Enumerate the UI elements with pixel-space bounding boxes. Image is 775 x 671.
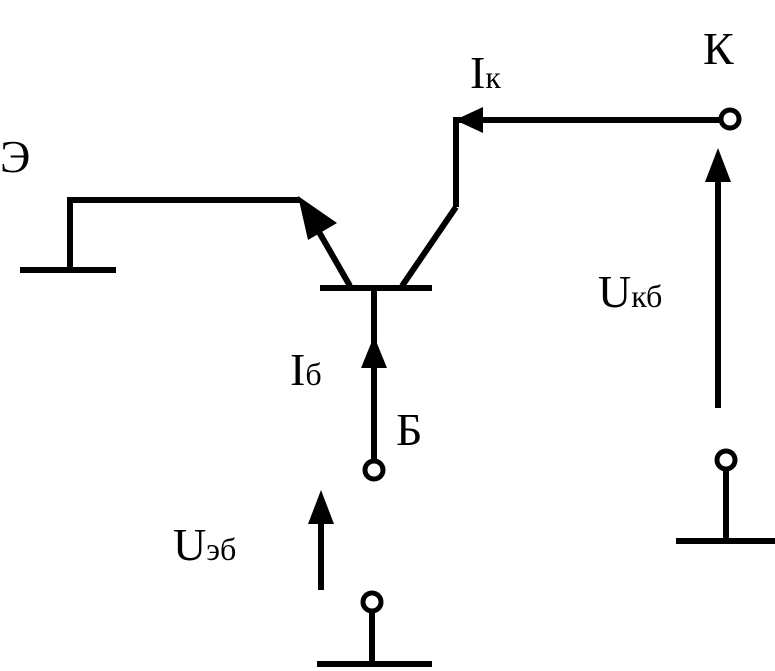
collector-current-label: Iк xyxy=(470,47,501,98)
collector-lead xyxy=(399,107,725,288)
base-ground-terminal xyxy=(360,590,384,614)
base-current-symbol: I xyxy=(290,344,305,395)
voltage-ueb-arrow-icon xyxy=(308,490,334,524)
collector-base-voltage-subscript: кб xyxy=(631,278,662,314)
base-current-subscript: б xyxy=(305,356,321,392)
collector-current-symbol: I xyxy=(470,47,485,98)
base-current-label: Iб xyxy=(290,344,322,395)
collector-ground-symbol xyxy=(676,448,775,544)
emitter-ground-symbol xyxy=(20,197,300,273)
emitter-base-voltage-label: Uэб xyxy=(173,519,236,570)
emitter-lead xyxy=(298,196,353,288)
collector-base-voltage-symbol: U xyxy=(598,266,631,317)
emitter-base-voltage-arrow xyxy=(308,490,334,590)
emitter-label: Э xyxy=(0,131,30,182)
collector-label: К xyxy=(703,23,734,74)
collector-base-voltage-arrow xyxy=(705,148,731,408)
voltage-ukb-arrow-icon xyxy=(705,148,731,182)
base-ground-symbol xyxy=(317,590,432,667)
emitter-arrow-icon xyxy=(298,196,337,240)
collector-base-voltage-label: Uкб xyxy=(598,266,662,317)
collector-ground-terminal xyxy=(714,448,738,472)
collector-current-subscript: к xyxy=(485,59,501,95)
base-terminal xyxy=(362,458,386,482)
base-label: Б xyxy=(396,404,422,455)
base-current-arrow-icon xyxy=(361,336,387,368)
collector-current-arrow-icon xyxy=(455,107,483,133)
collector-terminal xyxy=(718,107,742,131)
base-lead xyxy=(361,290,387,462)
emitter-base-voltage-symbol: U xyxy=(173,519,206,570)
emitter-base-voltage-subscript: эб xyxy=(206,531,236,567)
